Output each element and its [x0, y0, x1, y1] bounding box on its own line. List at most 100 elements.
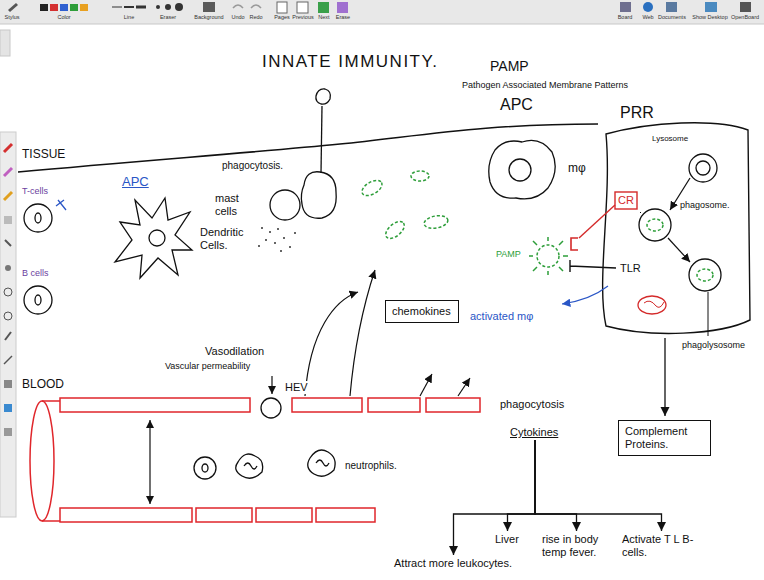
- side-toolbar: [4, 168, 12, 176]
- macrophage: [489, 140, 555, 199]
- blood-vessel: [60, 398, 250, 412]
- annotation: Pathogen Associated Membrane Patterns: [462, 80, 628, 90]
- node-text: Activate T L B-cells.: [622, 533, 700, 558]
- toolbar-label: Background: [194, 14, 223, 20]
- leukocyte: [194, 457, 216, 479]
- branch-arrow: [508, 440, 536, 531]
- annotation: phagolysosome: [682, 340, 745, 350]
- toolbar: [705, 2, 717, 12]
- toolbar-label: Web: [642, 14, 653, 20]
- annotation: APC: [122, 175, 149, 190]
- blood-vessel: [60, 508, 192, 522]
- toolbar: [70, 4, 78, 11]
- toolbar-label: Line: [124, 14, 134, 20]
- node-text: Attract more leukocytes.: [394, 557, 513, 570]
- annotation: TISSUE: [22, 148, 65, 162]
- blood-vessel: [292, 398, 362, 412]
- activated-macrophage: [638, 296, 666, 314]
- migration-arrow: [350, 270, 375, 396]
- toolbar: [112, 7, 122, 8]
- annotation: APC: [500, 96, 533, 114]
- side-toolbar: [0, 30, 16, 517]
- macrophage: [489, 140, 555, 199]
- process-box: chemokines: [385, 300, 459, 323]
- toolbar: [666, 2, 677, 12]
- bacterium: [383, 218, 408, 241]
- toolbar-label: Pages: [274, 14, 290, 20]
- migration-arrow: [420, 374, 432, 396]
- side-toolbar: [0, 30, 10, 56]
- activated-macrophage: [647, 219, 663, 231]
- migration-arrow: [305, 292, 358, 396]
- tick-mark: [56, 200, 66, 210]
- dilation-arrow: [149, 420, 150, 504]
- annotation: CR: [618, 194, 634, 207]
- annotation: PAMP: [496, 249, 521, 259]
- toolbar: [643, 2, 653, 12]
- leukocyte: [308, 450, 335, 476]
- activated-macrophage: [689, 154, 717, 182]
- mast-cell: [294, 232, 296, 234]
- annotation: activated mφ: [470, 310, 533, 323]
- annotation: phagocytosis.: [222, 160, 283, 172]
- annotation: HEV: [284, 381, 309, 394]
- phagocyte: [301, 172, 336, 218]
- activated-macrophage: [689, 259, 721, 291]
- activated-macrophage: [562, 123, 750, 416]
- activated-macrophage: [668, 238, 690, 262]
- blood-vessel: [196, 508, 252, 522]
- toolbar-label: Previous: [292, 14, 313, 20]
- mast-cell: [270, 190, 300, 220]
- leukocyte: [244, 463, 257, 469]
- toolbar: [136, 6, 146, 9]
- node-text: Liver: [495, 533, 520, 546]
- toolbar: [175, 3, 183, 11]
- activated-macrophage: [644, 301, 664, 307]
- annotation: PAMP: [490, 58, 529, 74]
- toolbar-label: Next: [318, 14, 329, 20]
- activated-macrophage: [664, 338, 665, 416]
- toolbar: [0, 0, 764, 24]
- toolbar: [50, 4, 58, 11]
- toolbar: [740, 2, 751, 12]
- side-toolbar: [4, 404, 12, 412]
- annotation: BLOOD: [22, 378, 64, 392]
- bacterium: [411, 171, 429, 181]
- mast-cell: [274, 242, 276, 244]
- node-text: chemokines: [392, 305, 452, 318]
- annotation: Vascular permeability: [165, 361, 250, 371]
- mast-cell: [269, 231, 271, 233]
- pathogen: [529, 237, 568, 275]
- mast-cell: [283, 237, 285, 239]
- text-node: Attract more leukocytes.: [392, 556, 515, 571]
- dendritic-cell: [115, 198, 192, 278]
- annotation: phagosome.: [680, 200, 730, 210]
- phagocyte: [301, 89, 336, 218]
- toolbar: [337, 2, 348, 13]
- blood-vessel: [42, 400, 60, 402]
- node-text: Complement Proteins.: [625, 425, 703, 450]
- toolbar: [165, 4, 171, 10]
- side-toolbar: [4, 356, 12, 364]
- pathogen: [579, 205, 615, 238]
- activated-macrophage: [615, 192, 637, 209]
- annotation: T-cells: [22, 186, 48, 196]
- annotation: mφ: [568, 162, 586, 176]
- lymphocyte: [24, 286, 52, 314]
- side-toolbar: [4, 288, 12, 296]
- branch-arrow: [535, 440, 577, 531]
- activated-macrophage: [603, 123, 750, 334]
- migration-arrow: [458, 378, 470, 396]
- dendritic-cell: [149, 230, 165, 246]
- annotation: phagocytosis: [500, 398, 564, 411]
- leukocyte: [316, 460, 329, 466]
- node-text: rise in body temp fever.: [542, 533, 610, 558]
- diagram-title: INNATE IMMUNITY.: [262, 52, 438, 72]
- toolbar-label: Board: [618, 14, 633, 20]
- toolbar: [156, 5, 160, 9]
- mast-cell: [289, 246, 291, 248]
- side-toolbar: [4, 144, 12, 152]
- blood-vessel: [368, 398, 420, 412]
- toolbar: [297, 2, 308, 13]
